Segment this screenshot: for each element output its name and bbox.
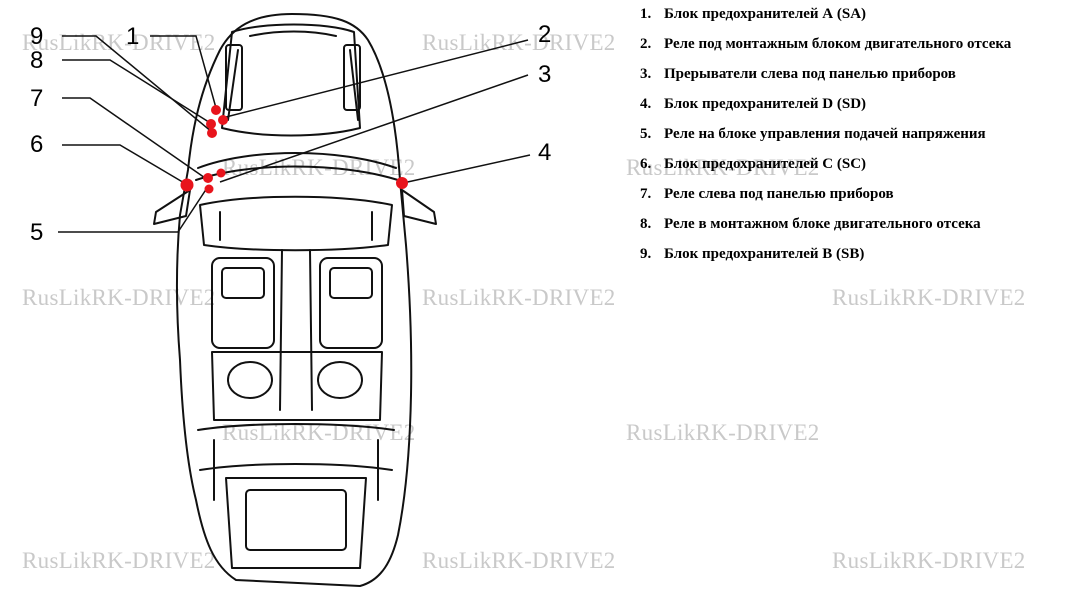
watermark: RusLikRK-DRIVE2 <box>422 548 616 573</box>
legend-text: Реле слева под панелью приборов <box>664 186 894 202</box>
watermark: RusLikRK-DRIVE2 <box>22 548 216 573</box>
marker-fuse-block-b <box>207 128 217 138</box>
callout-5: 5 <box>30 219 43 246</box>
legend-number: 1. <box>640 6 652 22</box>
marker-breakers-under-dash <box>216 168 226 178</box>
legend-number: 3. <box>640 66 652 82</box>
callout-6: 6 <box>30 131 43 158</box>
callout-2: 2 <box>538 21 551 48</box>
marker-fuse-block-a <box>211 105 221 115</box>
legend-text: Прерыватели слева под панелью приборов <box>664 66 956 82</box>
marker-relay-under-dash <box>203 173 213 183</box>
callout-8: 8 <box>30 47 43 74</box>
legend-number: 4. <box>640 96 652 112</box>
legend-text: Блок предохранителей В (SB) <box>664 246 865 262</box>
legend-number: 8. <box>640 216 652 232</box>
legend-item: 4. Блок предохранителей D (SD) <box>640 90 1011 120</box>
callout-4: 4 <box>538 139 551 166</box>
legend-text: Блок предохранителей D (SD) <box>664 96 867 112</box>
leader-line-1 <box>150 35 217 109</box>
leader-line-6 <box>62 144 187 185</box>
legend-text: Реле на блоке управления подачей напряже… <box>664 126 986 142</box>
legend-number: 2. <box>640 36 652 52</box>
legend-item: 6. Блок предохранителей С (SC) <box>640 150 1011 180</box>
legend-number: 6. <box>640 156 652 172</box>
legend-list: 1. Блок предохранителей А (SA) 2. Реле под… <box>640 0 1011 270</box>
watermark: RusLikRK-DRIVE2 <box>422 285 616 310</box>
marker-relay-engine-mount-block <box>206 119 216 129</box>
leader-line-7 <box>62 97 209 181</box>
leader-line-8 <box>62 59 213 125</box>
legend-item: 2. Реле под монтажным блоком двигательног… <box>640 30 1011 60</box>
legend-number: 7. <box>640 186 652 202</box>
watermark: RusLikRK-DRIVE2 <box>832 285 1026 310</box>
leader-line-9 <box>62 35 213 133</box>
legend-item: 9. Блок предохранителей В (SB) <box>640 240 1011 270</box>
marker-relay-under-engine-block <box>218 115 228 125</box>
legend-item: 8. Реле в монтажном блоке двигательного о… <box>640 210 1011 240</box>
callout-9: 9 <box>30 23 43 50</box>
watermark: RusLikRK-DRIVE2 <box>626 420 820 445</box>
legend-text: Реле под монтажным блоком двигательного … <box>664 36 1012 52</box>
watermark: RusLikRK-DRIVE2 <box>22 285 216 310</box>
legend-text: Блок предохранителей А (SA) <box>664 6 867 22</box>
legend-item: 3. Прерыватели слева под панелью приборов <box>640 60 1011 90</box>
legend-item: 7. Реле слева под панелью приборов <box>640 180 1011 210</box>
watermark: RusLikRK-DRIVE2 <box>626 155 820 180</box>
callout-3: 3 <box>538 61 551 88</box>
legend-text: Реле в монтажном блоке двигательного отс… <box>664 216 981 232</box>
watermark: RusLikRK-DRIVE2 <box>22 30 216 55</box>
legend-text: Блок предохранителей С (SC) <box>664 156 867 172</box>
legend-number: 5. <box>640 126 652 142</box>
watermark: RusLikRK-DRIVE2 <box>832 548 1026 573</box>
callout-7: 7 <box>30 85 43 112</box>
marker-fuse-block-d <box>396 177 408 189</box>
leader-line-5 <box>58 187 208 233</box>
callout-numbers: 1 2 3 4 5 6 7 8 9 <box>30 21 551 246</box>
leader-line-4 <box>402 154 531 184</box>
leader-lines <box>58 35 531 233</box>
legend-item: 5. Реле на блоке управления подачей напря… <box>640 120 1011 150</box>
callout-1: 1 <box>126 23 139 50</box>
legend-number: 9. <box>640 246 652 262</box>
leader-line-2 <box>221 39 529 119</box>
marker-fuse-block-c <box>180 178 194 192</box>
leader-line-3 <box>219 74 529 183</box>
marker-relay-power-control <box>204 184 214 194</box>
location-markers <box>180 105 408 194</box>
legend-item: 1. Блок предохранителей А (SA) <box>640 0 1011 30</box>
